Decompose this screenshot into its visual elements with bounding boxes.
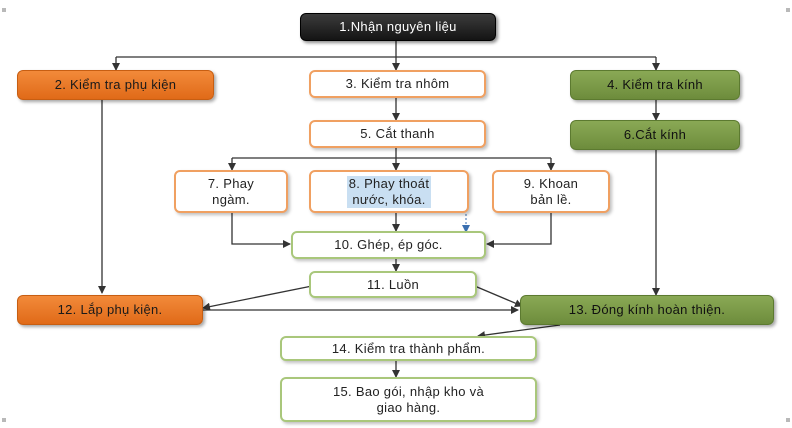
node-6-label: 6.Cắt kính xyxy=(623,127,687,142)
node-11-thread: 11. Luồn xyxy=(309,271,477,298)
selection-handle xyxy=(786,8,790,12)
selection-handle xyxy=(786,418,790,422)
node-1-receive-materials: 1.Nhận nguyên liệu xyxy=(300,13,496,41)
node-15-pack-store-deliver: 15. Bao gói, nhập kho và giao hàng. xyxy=(280,377,537,422)
node-10-join-press-corner: 10. Ghép, ép góc. xyxy=(291,231,486,259)
node-14-inspect-product: 14. Kiểm tra thành phẩm. xyxy=(280,336,537,361)
node-7-label: 7. Phay ngàm. xyxy=(207,175,255,207)
edge-13-14 xyxy=(477,324,561,340)
node-5-cut-bars: 5. Cắt thanh xyxy=(309,120,486,148)
node-5-label: 5. Cắt thanh xyxy=(360,126,435,141)
node-7-mill-tenon: 7. Phay ngàm. xyxy=(174,170,288,213)
node-8-mill-drain-lock: 8. Phay thoát nước, khóa. xyxy=(309,170,469,213)
node-2-label: 2. Kiểm tra phụ kiện xyxy=(54,77,177,92)
edge-9-10 xyxy=(486,213,552,248)
node-15-label: 15. Bao gói, nhập kho và giao hàng. xyxy=(332,383,485,415)
node-10-label: 10. Ghép, ép góc. xyxy=(334,237,443,252)
edge-7-10 xyxy=(231,213,291,248)
node-12-label: 12. Lắp phụ kiện. xyxy=(57,302,163,317)
node-1-label: 1.Nhận nguyên liệu xyxy=(339,19,457,34)
node-2-check-accessories: 2. Kiểm tra phụ kiện xyxy=(17,70,214,100)
node-13-label: 13. Đóng kính hoàn thiện. xyxy=(568,302,726,317)
node-6-cut-glass: 6.Cắt kính xyxy=(570,120,740,150)
edge-11-13 xyxy=(469,283,523,307)
node-12-install-accessories: 12. Lắp phụ kiện. xyxy=(17,295,203,325)
node-9-drill-hinge: 9. Khoan bản lề. xyxy=(492,170,610,213)
node-13-finish-glazing: 13. Đóng kính hoàn thiện. xyxy=(520,295,774,325)
node-9-label: 9. Khoan bản lề. xyxy=(523,175,579,207)
node-11-label: 11. Luồn xyxy=(366,276,420,292)
node-4-check-glass: 4. Kiểm tra kính xyxy=(570,70,740,100)
selection-handle xyxy=(2,8,6,12)
node-3-check-aluminum: 3. Kiểm tra nhôm xyxy=(309,70,486,98)
node-4-label: 4. Kiểm tra kính xyxy=(607,77,703,92)
node-8-label: 8. Phay thoát nước, khóa. xyxy=(346,175,432,208)
node-3-label: 3. Kiểm tra nhôm xyxy=(345,76,450,91)
selection-handle xyxy=(2,418,6,422)
node-14-label: 14. Kiểm tra thành phẩm. xyxy=(331,340,486,356)
edge-11-12 xyxy=(202,283,323,311)
